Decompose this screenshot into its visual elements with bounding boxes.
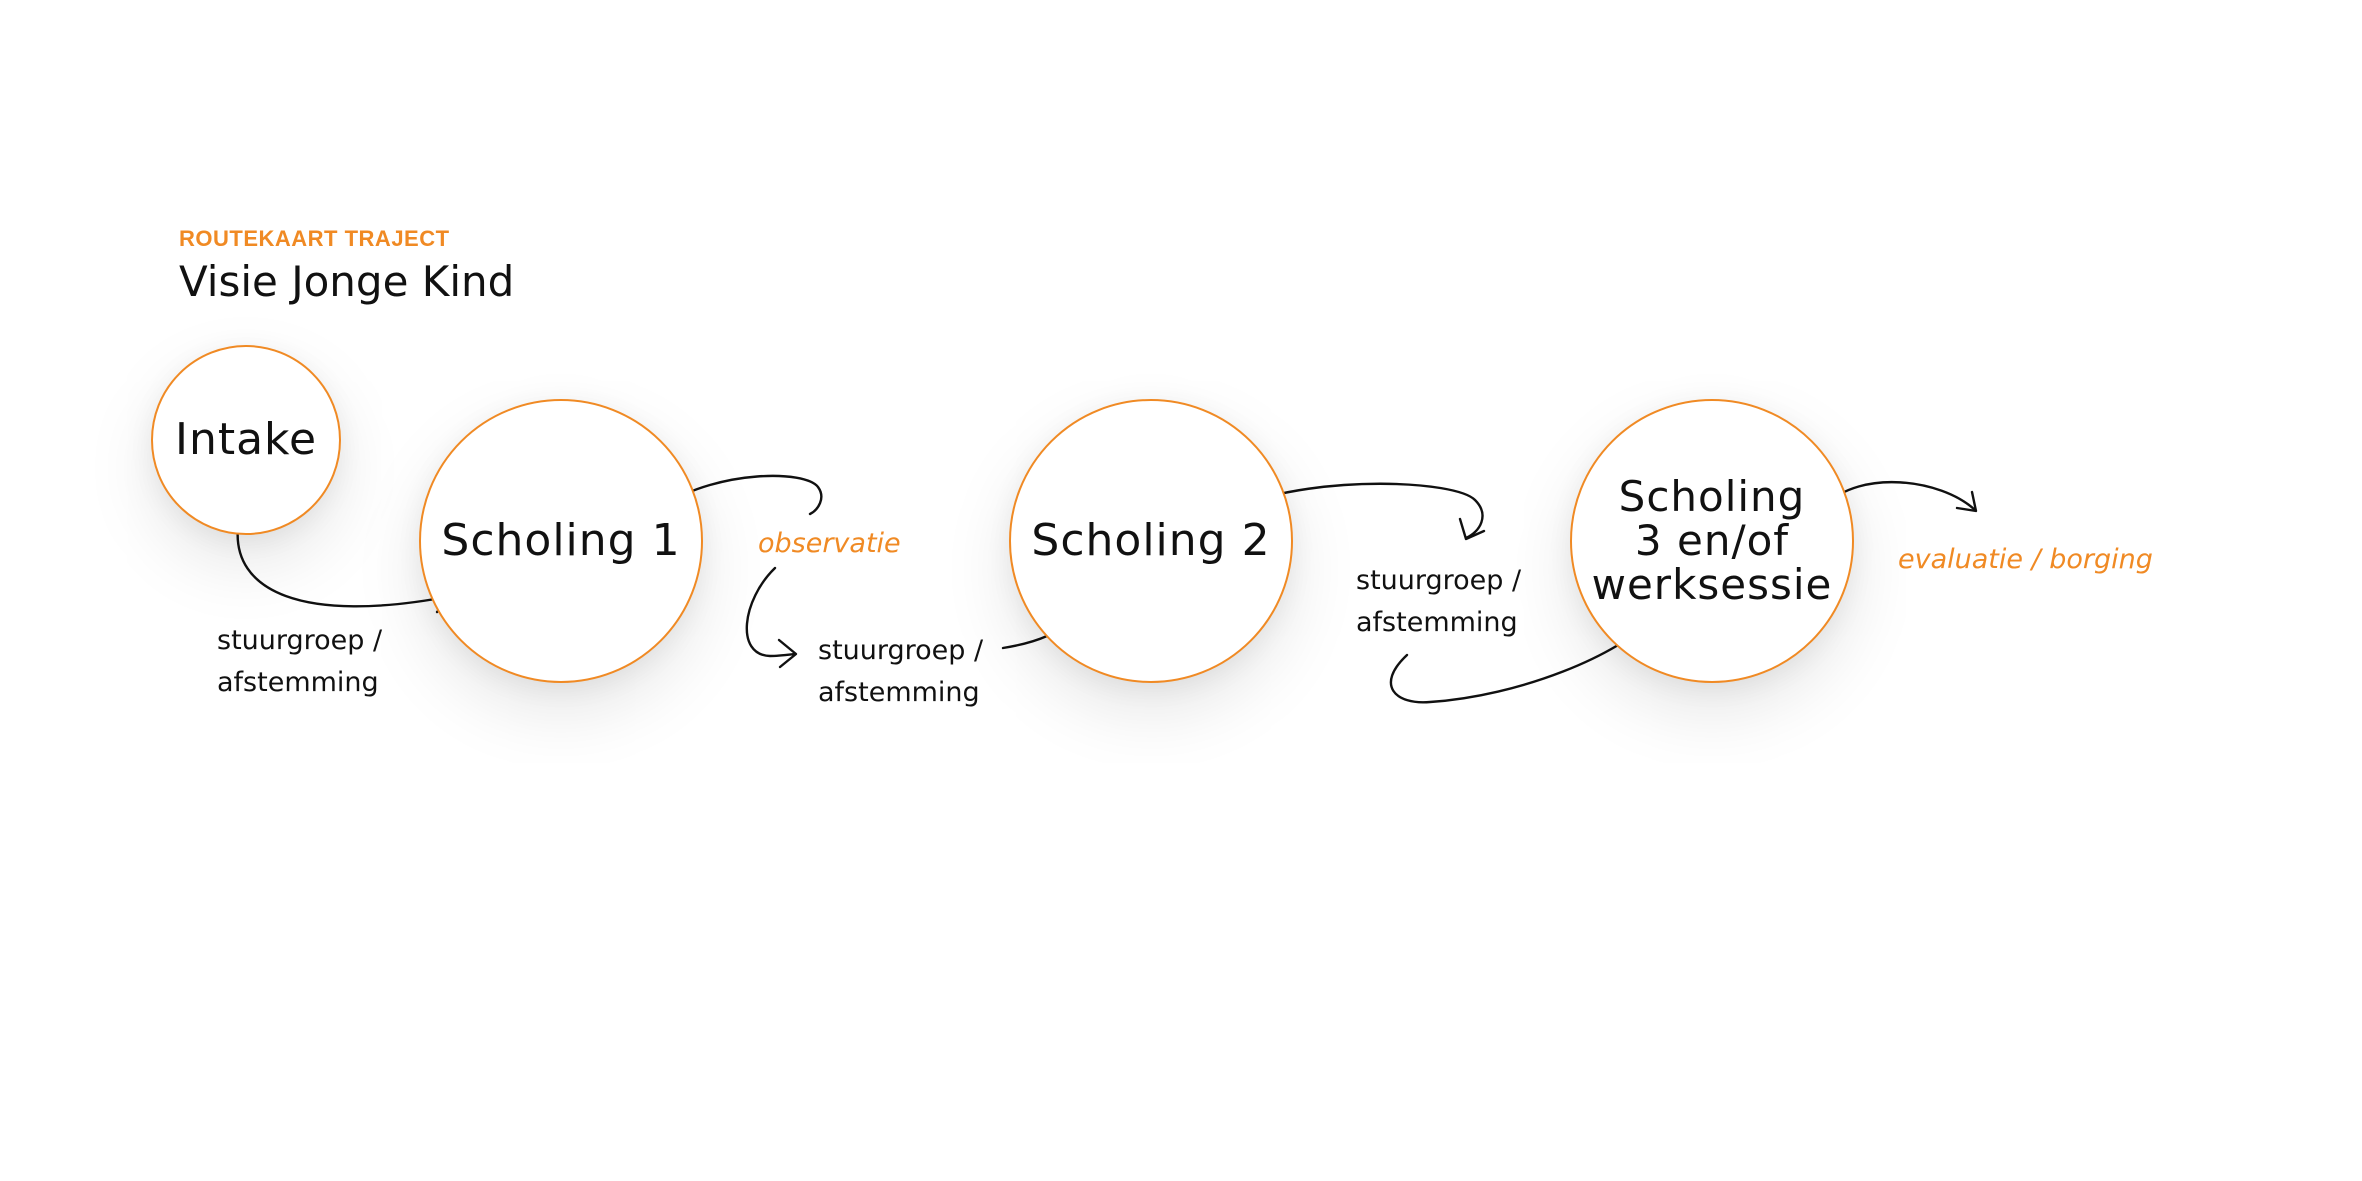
label-stuurgroep-2: stuurgroep / afstemming xyxy=(818,635,984,708)
arrowhead-observatie-to-stuurgroep2 xyxy=(777,638,798,669)
label-stuurgroep-1: stuurgroep / afstemming xyxy=(217,625,383,698)
node-intake: Intake xyxy=(151,345,341,535)
node-scholing-1: Scholing 1 xyxy=(419,399,703,683)
arrowhead-scholing2-to-stuurgroep3 xyxy=(1458,517,1486,541)
arrow-observatie-to-stuurgroep2 xyxy=(745,566,797,658)
node-label: Scholing 3 en/of werksessie xyxy=(1591,471,1833,610)
page-title: Visie Jonge Kind xyxy=(179,257,515,306)
arrowhead-scholing3-to-evaluatie xyxy=(1955,490,1978,513)
node-scholing-3: Scholing 3 en/of werksessie xyxy=(1570,399,1854,683)
label-stuurgroep-3: stuurgroep / afstemming xyxy=(1356,565,1522,638)
node-label: Scholing 1 xyxy=(441,514,681,566)
node-label: Scholing 2 xyxy=(1031,514,1271,566)
label-observatie: observatie xyxy=(758,528,901,559)
node-scholing-2: Scholing 2 xyxy=(1009,399,1293,683)
eyebrow-label: ROUTEKAART TRAJECT xyxy=(179,226,450,251)
node-label: Intake xyxy=(174,413,318,465)
label-evaluatie-borging: evaluatie / borging xyxy=(1898,544,2153,575)
